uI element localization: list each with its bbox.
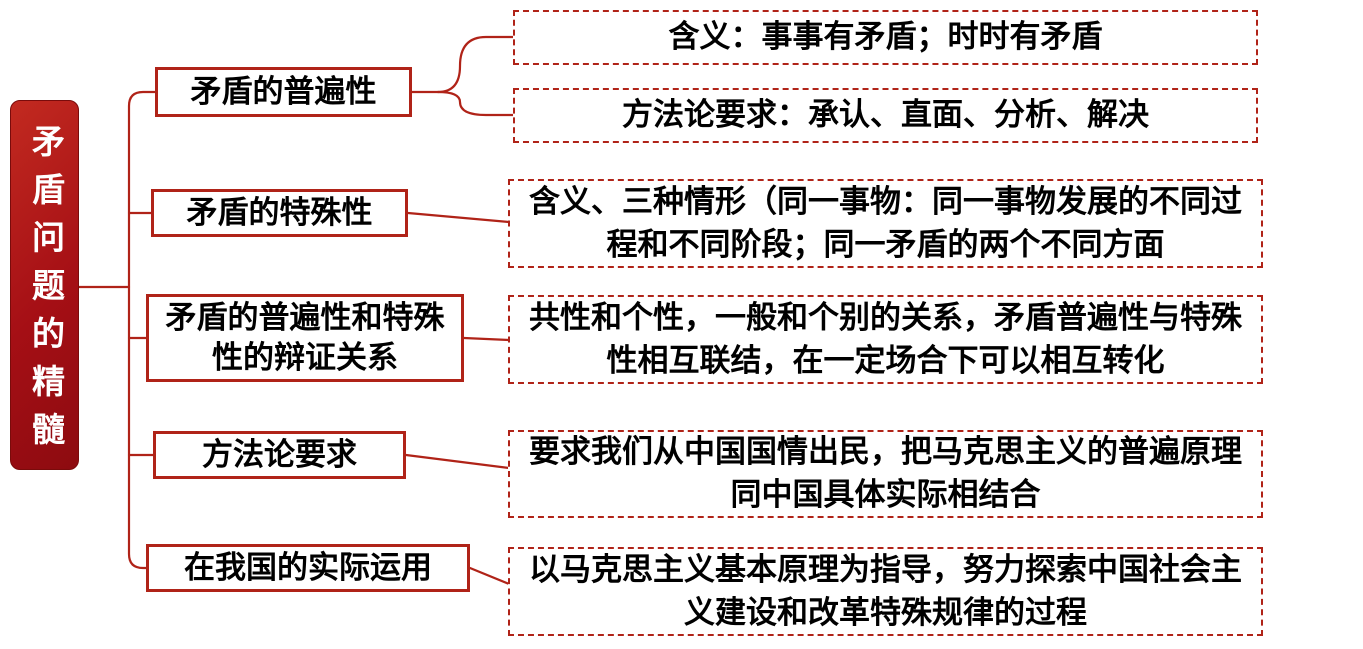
branch-box-universality: 矛盾的普遍性 [155, 67, 412, 117]
branch-box-dialectical-relationship: 矛盾的普遍性和特殊性的辩证关系 [146, 294, 464, 382]
connector-relationship-leaf [462, 336, 511, 342]
leaf-box-methodology-detail: 要求我们从中国国情出民，把马克思主义的普遍原理同中国具体实际相结合 [508, 430, 1263, 518]
leaf-box-particularity-detail: 含义、三种情形（同一事物：同一事物发展的不同过程和不同阶段；同一矛盾的两个不同方… [508, 179, 1263, 268]
connector-application-leaf [468, 566, 511, 586]
branch-box-methodology: 方法论要求 [153, 431, 406, 479]
leaf-box-relationship-detail: 共性和个性，一般和个别的关系，矛盾普遍性与特殊性相互联结，在一定场合下可以相互转… [508, 295, 1263, 384]
leaf-box-universality-methodology: 方法论要求：承认、直面、分析、解决 [513, 88, 1258, 143]
connector-particularity-leaf [406, 211, 511, 224]
branch-box-particularity: 矛盾的特殊性 [151, 189, 408, 237]
connector-fork-upper [436, 35, 516, 94]
connector-fork-lower [436, 90, 516, 117]
leaf-box-application-detail: 以马克思主义基本原理为指导，努力探索中国社会主义建设和改革特殊规律的过程 [508, 547, 1263, 636]
leaf-box-universality-meaning: 含义：事事有矛盾；时时有矛盾 [513, 10, 1258, 65]
branch-box-practical-application: 在我国的实际运用 [146, 544, 470, 592]
connector-methodology-leaf [404, 453, 511, 470]
root-node: 矛盾问题的精髓 [10, 100, 79, 470]
